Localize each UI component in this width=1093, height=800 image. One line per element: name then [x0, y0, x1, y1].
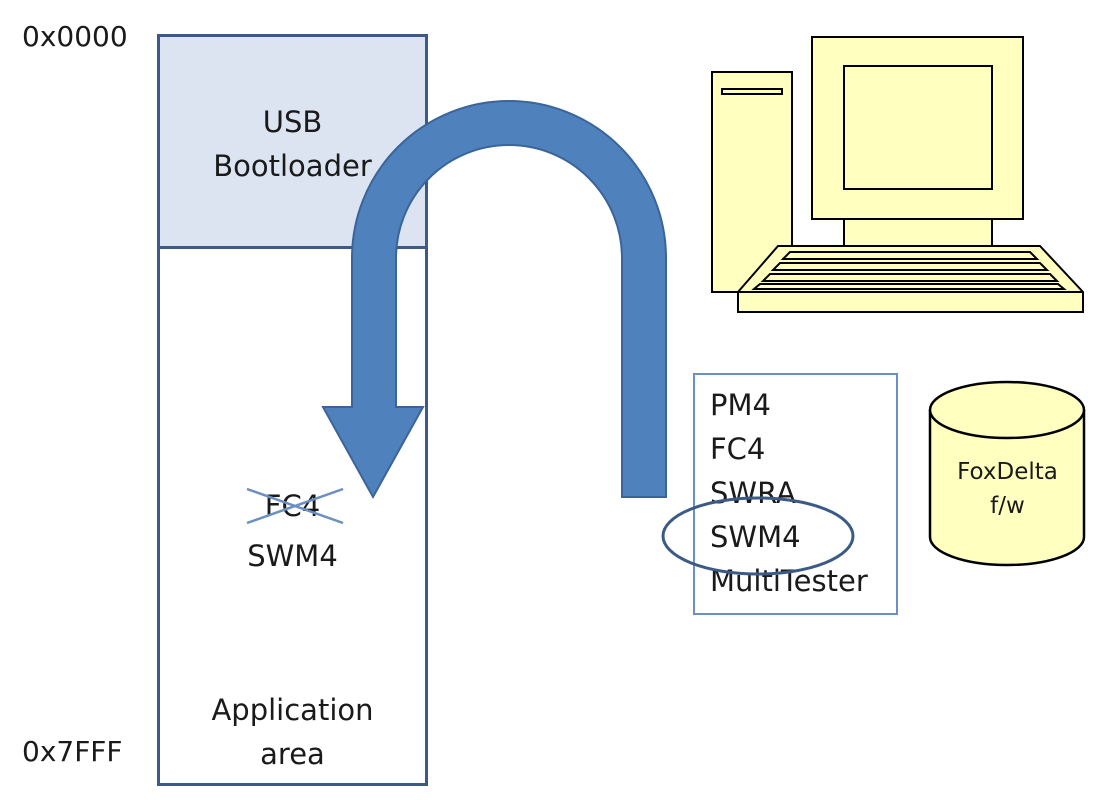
database-label-line1: FoxDelta [957, 459, 1058, 485]
firmware-item: SWRA [710, 476, 796, 510]
bootloader-label-line2: Bootloader [213, 149, 372, 183]
application-label-line1: Application [211, 693, 374, 727]
strike-x-icon [246, 487, 344, 525]
firmware-item: MultiTester [710, 564, 868, 598]
end-address-label: 0x7FFF [22, 735, 123, 768]
selection-ellipse [661, 496, 855, 576]
database-label-line2: f/w [990, 493, 1025, 519]
firmware-item-selected: SWM4 [710, 520, 801, 554]
firmware-list-box: PM4 FC4 SWRA SWM4 MultiTester [693, 373, 898, 615]
transfer-arrow [321, 100, 667, 500]
database-icon [928, 380, 1086, 567]
firmware-item: PM4 [710, 388, 771, 422]
start-address-label: 0x0000 [22, 20, 128, 53]
bootloader-label-line1: USB [262, 105, 323, 139]
application-label-line2: area [260, 737, 325, 771]
loaded-firmware-label: SWM4 [247, 539, 338, 573]
computer-icon [711, 36, 1084, 313]
firmware-item: FC4 [710, 432, 766, 466]
